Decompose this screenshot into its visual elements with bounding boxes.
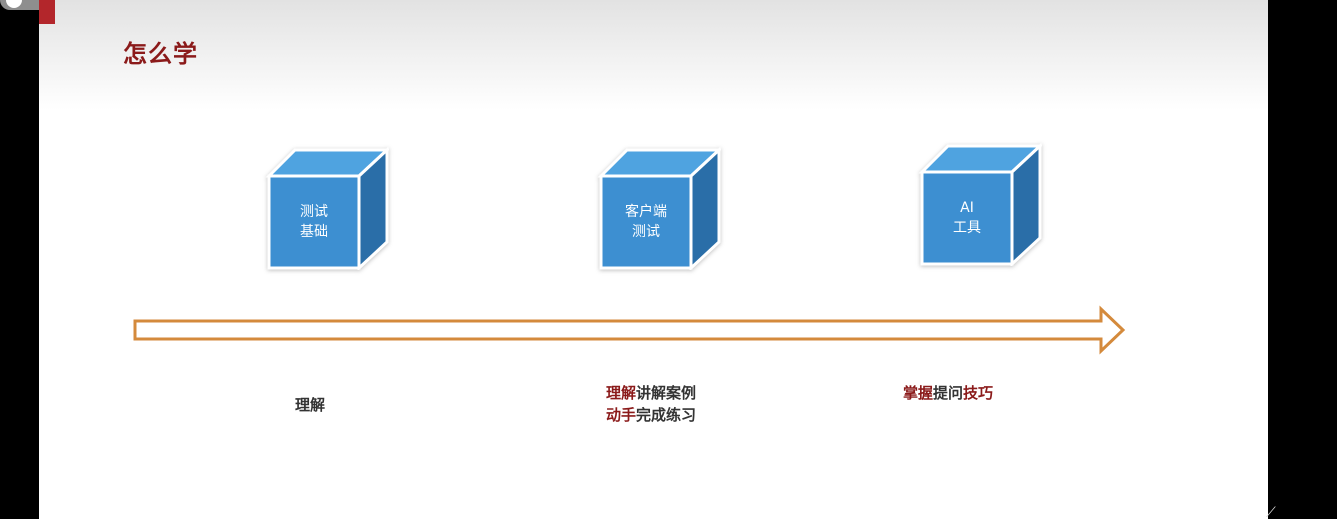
cube-icon — [265, 146, 389, 270]
caption-line: 理解讲解案例 — [606, 382, 696, 404]
caption-text: 理解 — [295, 396, 326, 414]
cube-label: 测试 基础 — [300, 204, 328, 240]
cube-testing-basics: 测试 基础 — [265, 146, 389, 270]
cube-icon — [918, 142, 1042, 266]
caption-text: 完成练习 — [636, 406, 697, 424]
caption-highlight: 掌握 — [903, 384, 934, 402]
timeline-arrow-icon — [133, 305, 1126, 355]
cube-ai-tools: AI 工具 — [918, 142, 1042, 266]
resize-corner-icon[interactable]: ⟋ — [1266, 505, 1276, 519]
caption-text: 讲解案例 — [636, 384, 697, 402]
brand-mark — [39, 0, 55, 24]
caption-prompt-skills: 掌握提问技巧 — [903, 382, 993, 404]
presentation-slide: 怎么学 测试 基础 客户端 测试 — [39, 0, 1268, 519]
caption-line: 动手完成练习 — [606, 404, 696, 426]
caption-highlight: 技巧 — [963, 384, 994, 402]
cube-client-testing: 客户端 测试 — [597, 146, 721, 270]
caption-cases-practice: 理解讲解案例 动手完成练习 — [606, 382, 696, 426]
cube-label: 客户端 测试 — [625, 204, 667, 240]
cube-label: AI 工具 — [953, 200, 981, 236]
caption-highlight: 动手 — [606, 406, 637, 424]
cube-icon — [597, 146, 721, 270]
caption-text: 提问 — [933, 384, 964, 402]
slide-title: 怎么学 — [123, 40, 198, 68]
caption-highlight: 理解 — [606, 384, 637, 402]
caption-understand: 理解 — [295, 394, 325, 416]
overlay-dot-icon[interactable] — [6, 0, 22, 8]
